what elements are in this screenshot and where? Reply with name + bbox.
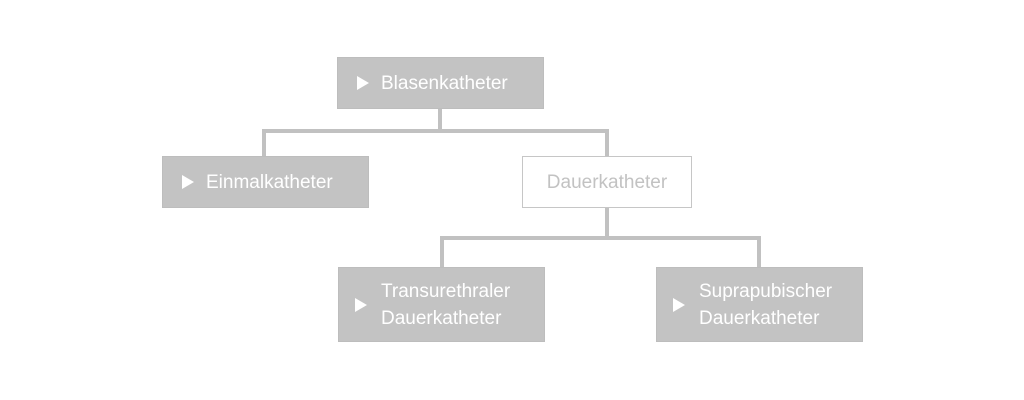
node-label-line-2: Dauerkatheter [699, 307, 820, 329]
node-label-line-1: Transurethraler [381, 280, 511, 302]
node-label: Einmalkatheter [206, 171, 333, 193]
node-label: Dauerkatheter [546, 171, 668, 193]
node-einmalkatheter[interactable]: Einmalkatheter [162, 156, 369, 208]
play-arrow-icon [673, 297, 685, 312]
node-blasenkatheter[interactable]: Blasenkatheter [337, 57, 544, 109]
node-label-line-2: Dauerkatheter [381, 307, 502, 329]
node-label-line-1: Suprapubischer [699, 280, 833, 302]
node-suprapubischer-dauerkatheter[interactable]: Suprapubischer Dauerkatheter [656, 267, 863, 342]
play-arrow-icon [182, 175, 194, 189]
node-transurethraler-dauerkatheter[interactable]: Transurethraler Dauerkatheter [338, 267, 545, 342]
play-arrow-icon [355, 297, 367, 312]
node-dauerkatheter[interactable]: Dauerkatheter [522, 156, 692, 208]
play-arrow-icon [357, 76, 369, 90]
node-label: Suprapubischer Dauerkatheter [699, 278, 832, 332]
node-label: Transurethraler Dauerkatheter [381, 278, 510, 332]
node-label: Blasenkatheter [381, 72, 508, 94]
